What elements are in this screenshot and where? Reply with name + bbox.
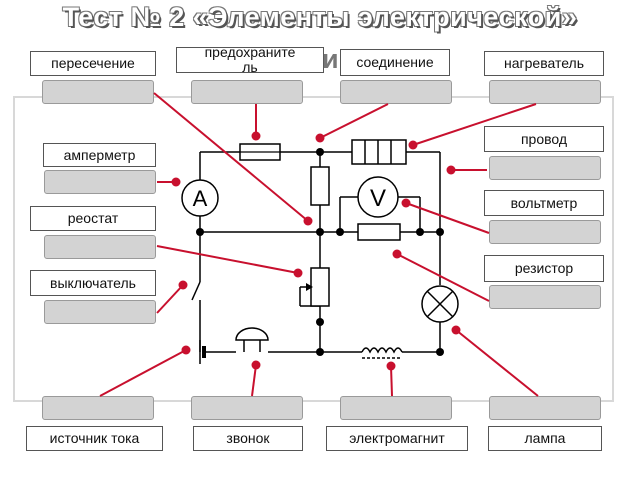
answer-slot-11[interactable] [42, 396, 154, 420]
label-power-source[interactable]: источник тока [26, 426, 163, 451]
answer-slot-8[interactable] [489, 156, 601, 180]
junction-dots [196, 148, 444, 356]
label-bell[interactable]: звонок [193, 426, 303, 451]
voltmeter-symbol [357, 176, 399, 218]
bell-symbol [235, 327, 269, 352]
label-voltmeter[interactable]: вольтметр [484, 190, 604, 216]
answer-slot-2[interactable] [191, 80, 303, 104]
page-title: Тест № 2 «Элементы электрической» [62, 2, 578, 32]
answer-slot-4[interactable] [489, 80, 601, 104]
label-fuse[interactable]: предохранитель [176, 45, 324, 75]
answer-slot-10[interactable] [489, 285, 601, 309]
answer-slot-1[interactable] [42, 80, 154, 104]
battery-symbol [199, 340, 210, 364]
answer-slot-9[interactable] [489, 220, 601, 244]
label-wire[interactable]: провод [484, 126, 604, 152]
label-electromagnet[interactable]: электромагнит [326, 426, 468, 451]
switch-symbol [191, 281, 201, 301]
answer-slot-7[interactable] [44, 300, 156, 324]
rheostat-symbol [300, 267, 330, 307]
label-rheostat[interactable]: реостат [30, 206, 156, 231]
middle-resistor-symbol [310, 166, 330, 206]
label-lamp[interactable]: лампа [488, 426, 602, 451]
lamp-symbol [421, 285, 459, 323]
label-resistor[interactable]: резистор [484, 255, 604, 282]
title-hidden-fragment: и [322, 44, 339, 74]
heater-symbol [351, 139, 407, 165]
electromagnet-symbol [361, 347, 403, 359]
label-heater[interactable]: нагреватель [484, 51, 604, 76]
ammeter-symbol [181, 179, 219, 217]
label-switch[interactable]: выключатель [30, 270, 156, 296]
ammeter-letter: A [193, 186, 208, 211]
answer-slot-12[interactable] [191, 396, 303, 420]
voltmeter-letter: V [370, 185, 386, 212]
label-connection[interactable]: соединение [340, 49, 450, 76]
answer-slot-13[interactable] [340, 396, 452, 420]
answer-slot-3[interactable] [340, 80, 452, 104]
circuit-wires [199, 151, 441, 353]
label-ammeter[interactable]: амперметр [43, 143, 156, 167]
answer-slot-14[interactable] [489, 396, 601, 420]
resistor-symbol [357, 223, 401, 241]
connector-lines [99, 92, 539, 397]
answer-slot-5[interactable] [44, 170, 156, 194]
label-intersection[interactable]: пересечение [30, 51, 156, 76]
answer-slot-6[interactable] [44, 235, 156, 259]
connector-dots [171, 131, 461, 371]
